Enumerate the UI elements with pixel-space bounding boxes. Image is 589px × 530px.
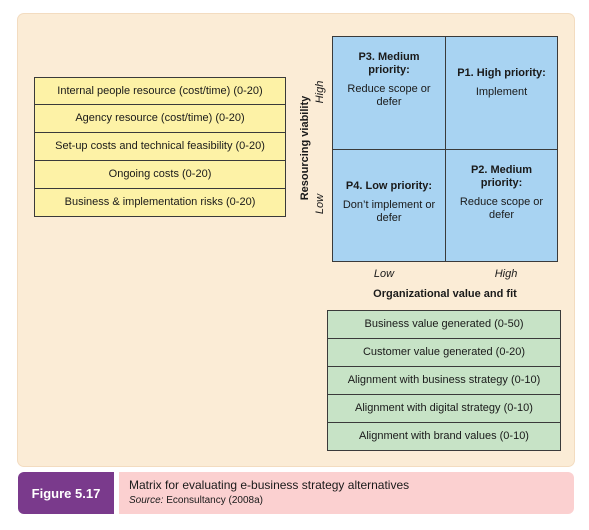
quadrant-p4-action: Don’t implement or defer [342,199,436,224]
figure-source: Source: Econsultancy (2008a) [129,495,263,506]
figure-source-label: Source: [129,495,164,506]
quadrant-p2-title: P2. Medium priority: [470,164,533,189]
quadrant-p2-action: Reduce scope or defer [459,196,544,221]
x-axis-high: High [494,268,518,280]
quadrant-p1-action: Implement [475,86,528,98]
quadrant-p4-title: P4. Low priority: [345,180,433,192]
criterion-internal-people: Internal people resource (cost/time) (0-… [34,77,286,105]
x-axis-title: Organizational value and fit [373,288,517,300]
quadrant-p1-title: P1. High priority: [457,67,546,79]
criterion-customer-value: Customer value generated (0-20) [327,338,561,367]
y-axis-low: Low [314,193,326,215]
criterion-brand-values: Alignment with brand values (0-10) [327,422,561,451]
figure-caption-bar: Figure 5.17 Matrix for evaluating e-busi… [18,472,574,514]
figure-label: Figure 5.17 [18,472,114,514]
criterion-ongoing-costs: Ongoing costs (0-20) [34,160,286,189]
y-axis-high: High [314,80,326,104]
quadrant-p4: P4. Low priority: Don’t implement or def… [332,149,446,262]
criterion-digital-strategy: Alignment with digital strategy (0-10) [327,394,561,423]
figure-caption: Matrix for evaluating e-business strateg… [119,472,574,514]
quadrant-p2: P2. Medium priority: Reduce scope or def… [445,149,558,262]
quadrant-p3: P3. Medium priority: Reduce scope or def… [332,36,446,150]
x-axis-low: Low [373,268,395,280]
quadrant-p3-action: Reduce scope or defer [347,83,431,108]
figure-source-text: Econsultancy (2008a) [166,495,263,506]
quadrant-p1: P1. High priority: Implement [445,36,558,150]
criterion-agency-resource: Agency resource (cost/time) (0-20) [34,104,286,133]
quadrant-p3-title: P3. Medium priority: [358,51,420,76]
criterion-setup-costs: Set-up costs and technical feasibility (… [34,132,286,161]
criterion-business-risks: Business & implementation risks (0-20) [34,188,286,217]
criterion-business-value: Business value generated (0-50) [327,310,561,339]
y-axis-title: Resourcing viability [299,95,311,201]
figure-caption-text: Matrix for evaluating e-business strateg… [129,478,410,492]
criterion-business-strategy: Alignment with business strategy (0-10) [327,366,561,395]
